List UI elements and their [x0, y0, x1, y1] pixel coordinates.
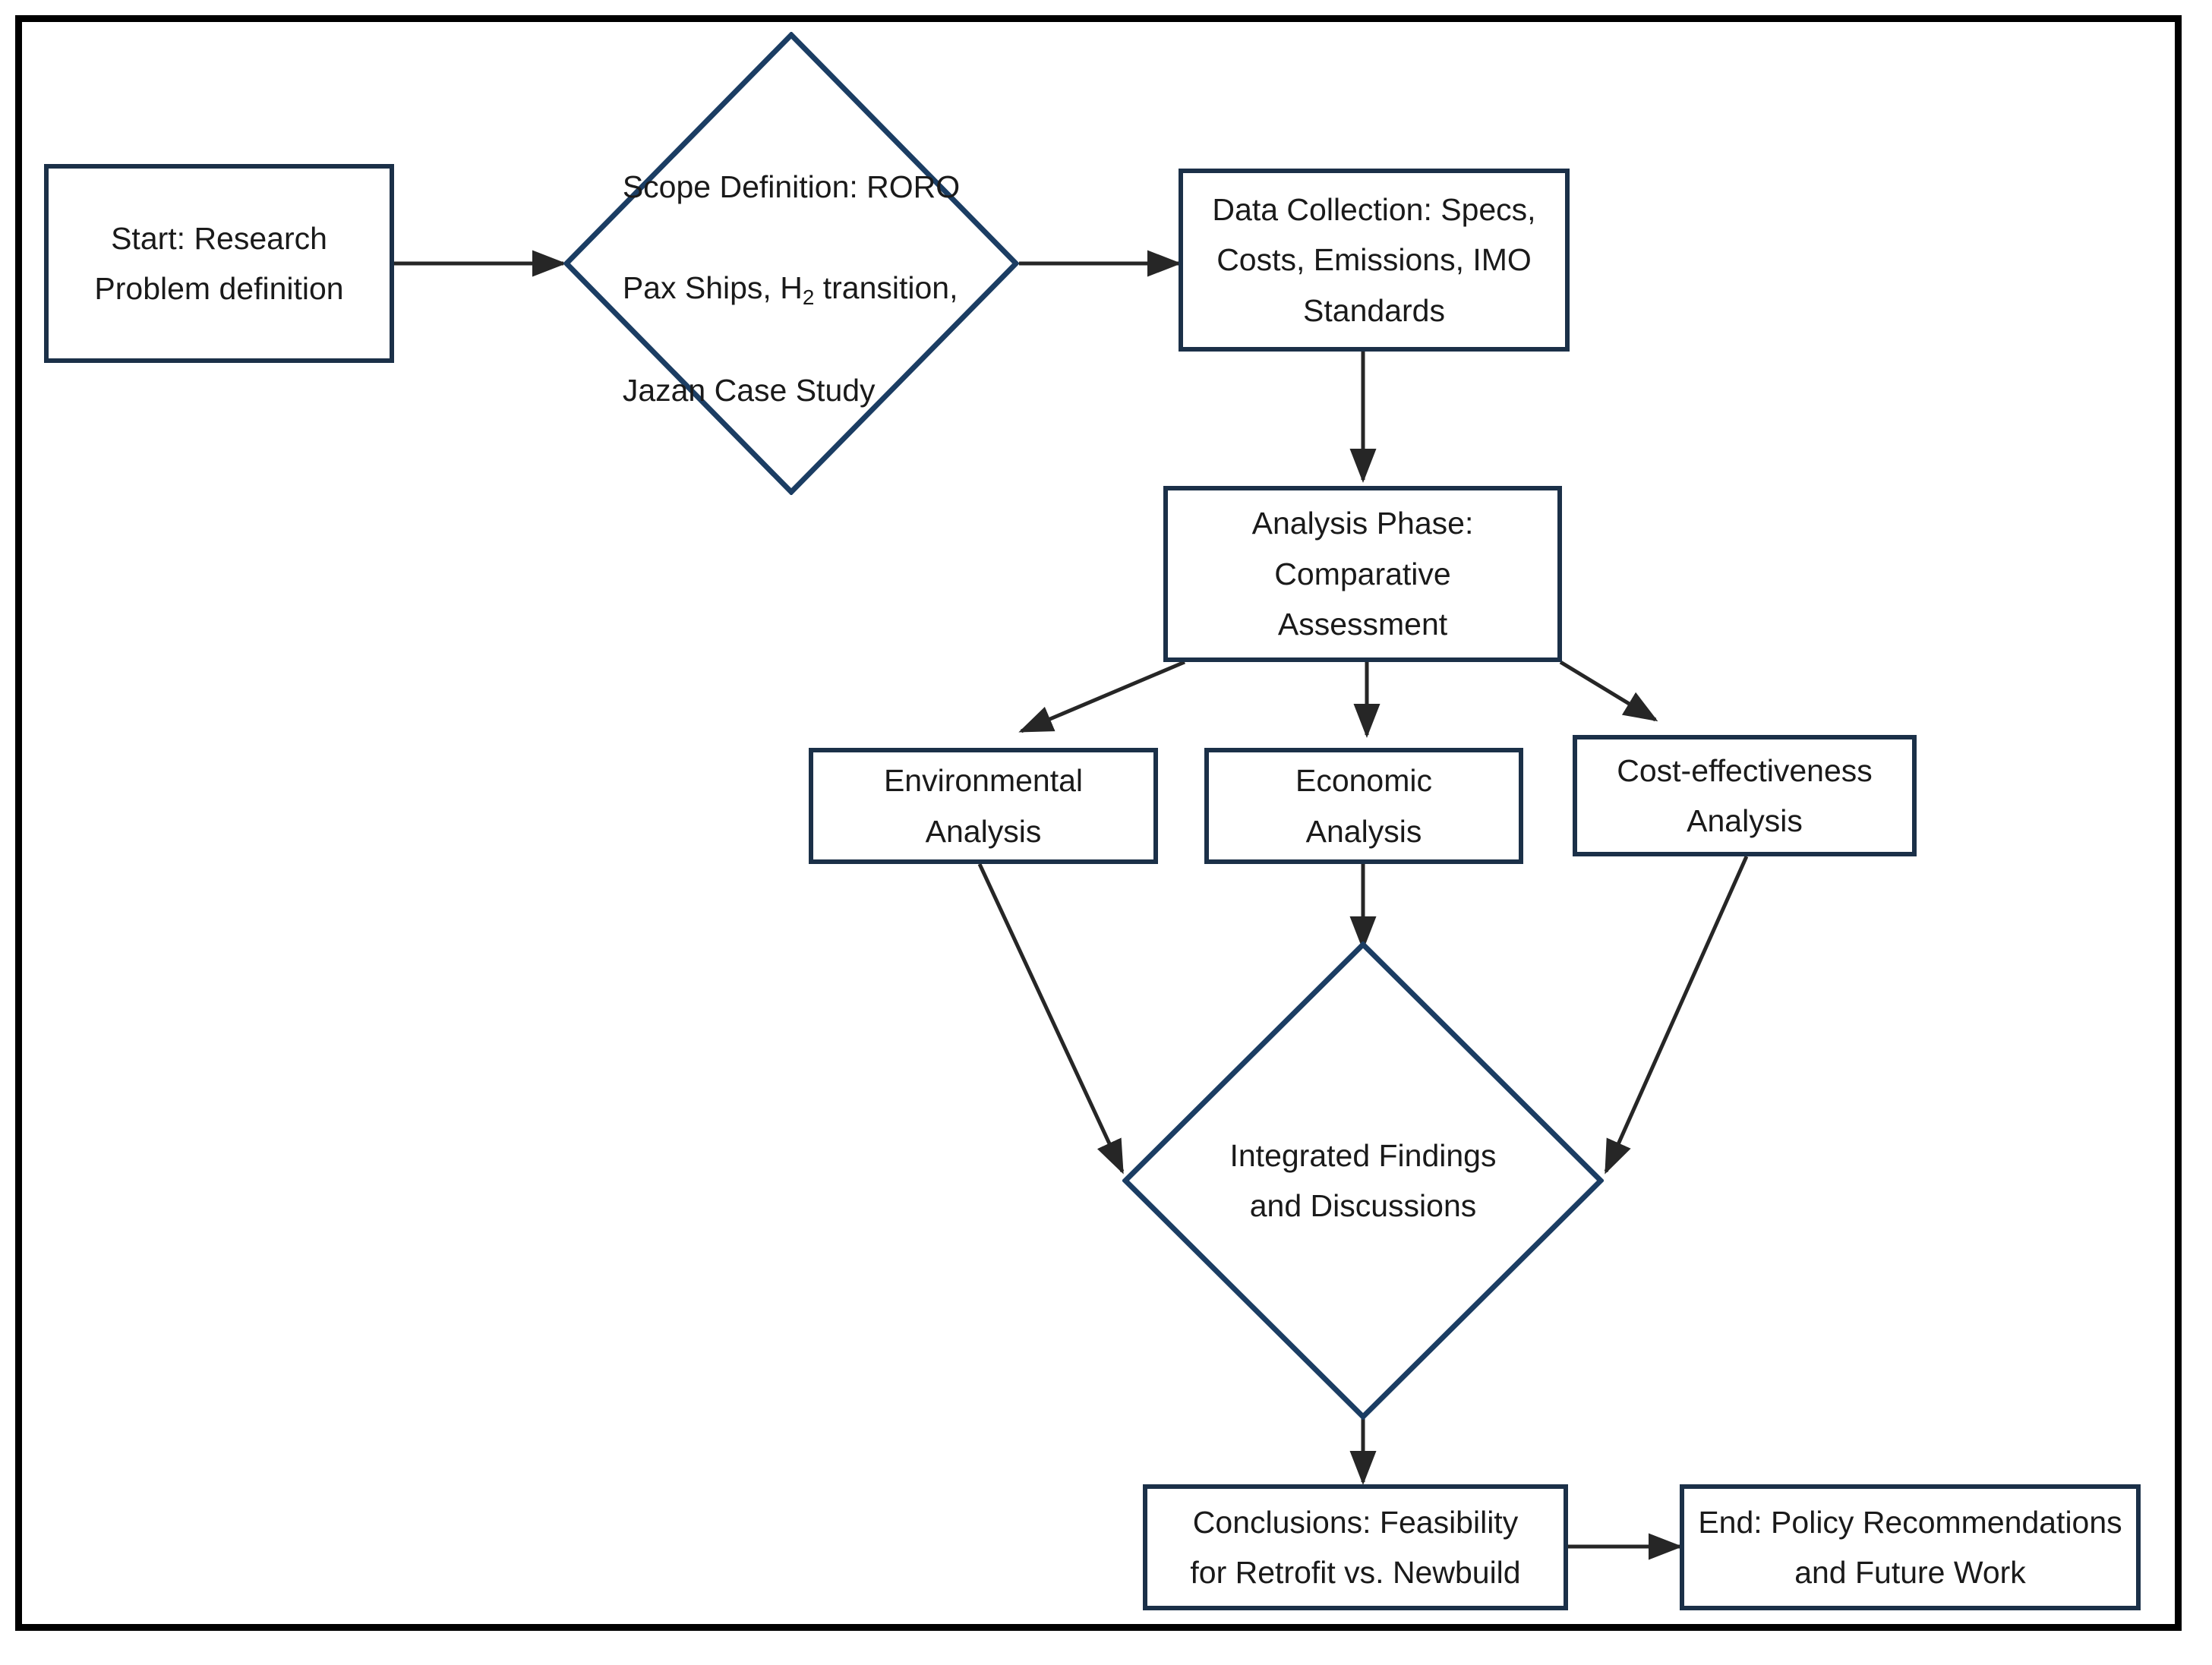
node-end-policy-recommendations[interactable]: End: Policy Recommendations and Future W… [1680, 1484, 2141, 1610]
node-start-research-problem[interactable]: Start: Research Problem definition [44, 164, 394, 363]
integrated-diamond-text: Integrated Findings and Discussions [1122, 941, 1604, 1420]
edge-analysis-to-environmental [1018, 660, 1185, 733]
node-data-collection[interactable]: Data Collection: Specs, Costs, Emissions… [1179, 169, 1570, 352]
node-scope-line2-before: Pax Ships, H [622, 270, 803, 306]
edge-analysis-to-cost-effectiveness [1559, 660, 1658, 722]
node-economic-analysis-label: Economic Analysis [1295, 763, 1432, 849]
node-scope-label: Scope Definition: RORO Pax Ships, H2 tra… [623, 112, 960, 415]
node-cost-effectiveness-analysis-label: Cost-effectiveness Analysis [1617, 752, 1873, 838]
node-cost-effectiveness-analysis[interactable]: Cost-effectiveness Analysis [1573, 735, 1917, 856]
node-integrated-findings[interactable]: Integrated Findings and Discussions [1122, 941, 1604, 1420]
node-conclusions-label: Conclusions: Feasibility for Retrofit vs… [1190, 1504, 1521, 1590]
scope-diamond-shape [563, 32, 1019, 495]
node-scope-definition[interactable]: Scope Definition: RORO Pax Ships, H2 tra… [563, 32, 1019, 495]
node-environmental-analysis-label: Environmental Analysis [883, 763, 1084, 849]
scope-diamond-text: Scope Definition: RORO Pax Ships, H2 tra… [563, 32, 1019, 495]
diagram-outer-border [15, 15, 2182, 1631]
node-analysis-phase[interactable]: Analysis Phase: Comparative Assessment [1163, 486, 1562, 662]
node-end-label: End: Policy Recommendations and Future W… [1698, 1504, 2122, 1590]
node-data-collection-label: Data Collection: Specs, Costs, Emissions… [1212, 191, 1536, 328]
node-economic-analysis[interactable]: Economic Analysis [1204, 748, 1523, 864]
edge-environmental-to-integrated [977, 862, 1125, 1175]
node-integrated-findings-label: Integrated Findings and Discussions [1229, 1137, 1497, 1223]
node-scope-line2-after: transition, [814, 270, 958, 306]
edge-cost-effectiveness-to-integrated [1604, 855, 1749, 1175]
node-environmental-analysis[interactable]: Environmental Analysis [809, 748, 1158, 864]
node-analysis-phase-label: Analysis Phase: Comparative Assessment [1251, 506, 1474, 642]
node-start-label: Start: Research Problem definition [94, 220, 344, 306]
node-conclusions[interactable]: Conclusions: Feasibility for Retrofit vs… [1143, 1484, 1568, 1610]
node-scope-line2-subscript: 2 [802, 285, 815, 310]
integrated-diamond-shape [1122, 941, 1604, 1420]
node-scope-line1: Scope Definition: RORO [622, 169, 961, 205]
node-scope-line3: Jazan Case Study [622, 372, 876, 408]
